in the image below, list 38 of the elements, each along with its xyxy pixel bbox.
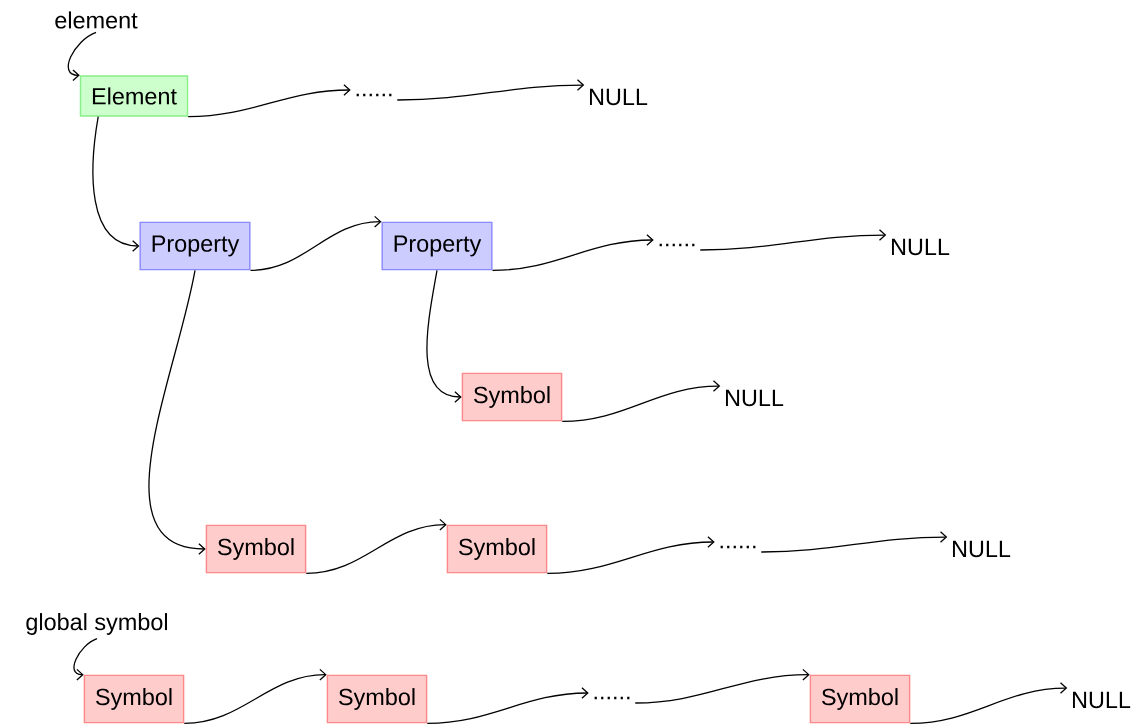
arrow — [148, 269, 206, 555]
symbol-box: Symbol — [446, 524, 548, 574]
text-label: NULL — [953, 540, 1011, 558]
text-label: NULL — [1073, 691, 1131, 709]
arrow — [187, 84, 351, 118]
arrow — [67, 31, 97, 82]
arrow — [426, 269, 462, 403]
ellipsis: ...... — [356, 93, 392, 97]
arrow — [249, 215, 382, 271]
arrow — [491, 234, 654, 271]
ellipsis: ...... — [720, 545, 756, 549]
arrow — [92, 116, 140, 252]
text-label: NULL — [590, 88, 648, 106]
text-label: NULL — [726, 389, 784, 407]
arrow — [396, 79, 585, 101]
arrow — [561, 380, 721, 422]
symbol-box: Symbol — [461, 372, 563, 422]
arrow — [73, 638, 98, 681]
arrow — [760, 531, 948, 553]
arrow — [546, 536, 715, 574]
ellipsis: ...... — [594, 696, 630, 700]
text-label: element — [55, 11, 138, 29]
arrow — [426, 687, 589, 724]
text-label: global symbol — [26, 613, 167, 635]
arrow — [909, 682, 1068, 724]
arrow — [634, 668, 810, 704]
element-box: Element — [79, 75, 189, 117]
arrow — [183, 668, 327, 724]
arrow — [305, 518, 447, 574]
property-box: Property — [139, 221, 251, 271]
symbol-box: Symbol — [83, 674, 185, 724]
symbol-box: Symbol — [205, 524, 307, 574]
text-label: NULL — [892, 238, 950, 256]
arrow — [699, 229, 887, 251]
property-box: Property — [381, 221, 493, 271]
symbol-box: Symbol — [326, 674, 428, 724]
symbol-box: Symbol — [809, 674, 911, 724]
ellipsis: ...... — [659, 243, 695, 247]
